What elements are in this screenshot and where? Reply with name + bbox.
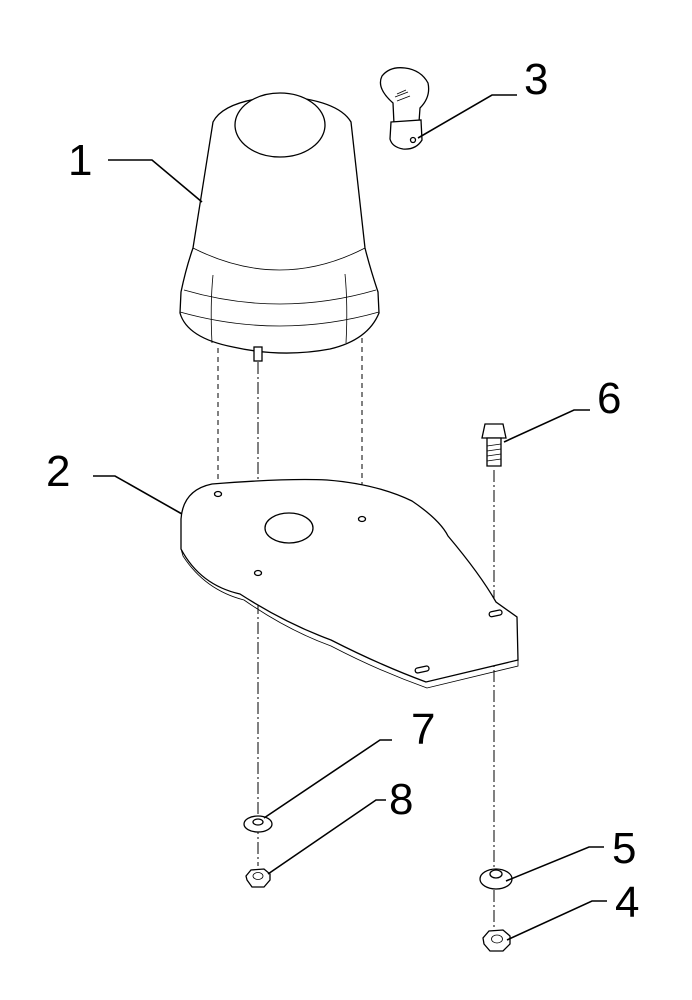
callout-6: 6 (597, 374, 621, 423)
nut-left (245, 868, 271, 888)
bolt (481, 423, 507, 467)
callout-7: 7 (411, 705, 435, 754)
callout-5: 5 (612, 824, 636, 873)
mounting-plate (180, 478, 519, 689)
washer-right (479, 868, 513, 890)
center-hole (264, 512, 314, 544)
callout-numbers: 1 2 3 4 5 6 7 8 (46, 55, 639, 927)
callout-8: 8 (389, 775, 413, 824)
leader-lines (93, 94, 607, 941)
callout-2: 2 (46, 447, 70, 496)
callout-4: 4 (615, 878, 639, 927)
washer-left (243, 815, 273, 833)
bulb (379, 67, 430, 150)
beacon-dome (179, 92, 380, 362)
callout-1: 1 (68, 136, 92, 185)
nut-right (482, 929, 511, 952)
assembly-lines (217, 338, 495, 935)
callout-3: 3 (524, 55, 548, 104)
